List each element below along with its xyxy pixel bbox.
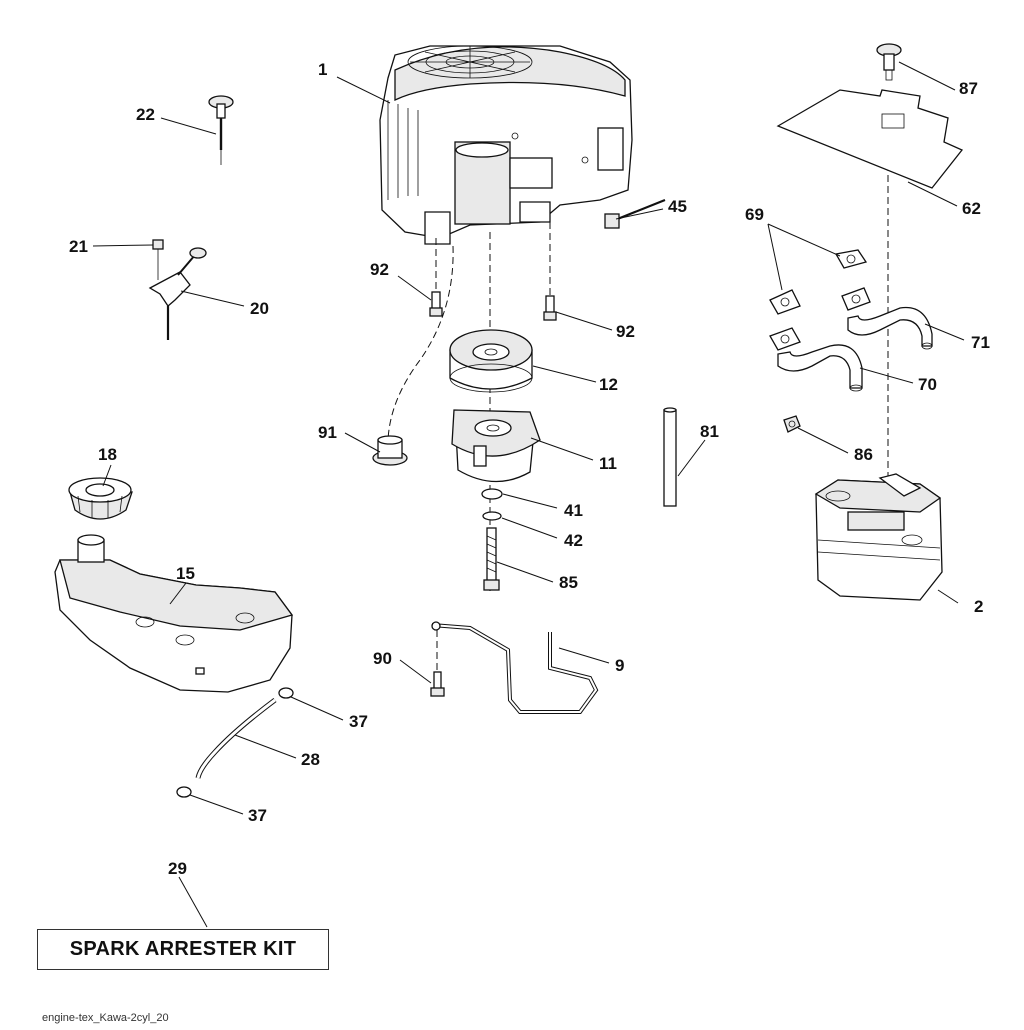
callout-nut-86: 86 bbox=[854, 445, 873, 464]
bolt-90-illustration bbox=[430, 671, 445, 697]
bolt-92-left-illustration bbox=[429, 291, 443, 317]
nut-86-illustration bbox=[783, 415, 801, 433]
callout-knob-87: 87 bbox=[959, 79, 978, 98]
gaskets-illustration bbox=[769, 249, 871, 351]
callout-washer-41: 41 bbox=[564, 501, 583, 520]
washer-42-illustration bbox=[482, 511, 502, 521]
callout-heat-shield: 62 bbox=[962, 199, 981, 218]
callout-exhaust-pipe-70: 70 bbox=[918, 375, 937, 394]
callout-fuel-cap: 18 bbox=[98, 445, 117, 464]
bolt-85-illustration bbox=[483, 527, 500, 591]
bolt-92-right-illustration bbox=[543, 295, 557, 321]
callout-spark-arrester: 29 bbox=[168, 859, 187, 878]
callout-choke-knob: 22 bbox=[136, 105, 155, 124]
knob-87-illustration bbox=[876, 43, 902, 81]
callout-gaskets: 69 bbox=[745, 205, 764, 224]
callout-fitting-45: 45 bbox=[668, 197, 687, 216]
callout-rod-81: 81 bbox=[700, 422, 719, 441]
engine-illustration bbox=[379, 45, 633, 245]
fitting-45-illustration bbox=[604, 198, 666, 229]
fuel-tank-illustration bbox=[54, 534, 294, 693]
callout-muffler: 2 bbox=[974, 597, 983, 616]
callout-grommet-91: 91 bbox=[318, 423, 337, 442]
exhaust-pipe-71-illustration bbox=[847, 306, 933, 350]
bracket-9-illustration bbox=[431, 621, 599, 714]
fuel-cap-illustration bbox=[68, 477, 133, 520]
callout-fuel-hose: 28 bbox=[301, 750, 320, 769]
grommet-91-illustration bbox=[372, 435, 408, 466]
callout-pto-clutch: 11 bbox=[599, 454, 617, 473]
pulley-illustration bbox=[449, 329, 533, 393]
callout-engine: 1 bbox=[318, 60, 327, 79]
diagram-file-name: engine-tex_Kawa-2cyl_20 bbox=[42, 1012, 169, 1024]
callout-pulley: 12 bbox=[599, 375, 618, 394]
hose-clamp-upper-illustration bbox=[278, 687, 294, 699]
callout-throttle-control: 20 bbox=[250, 299, 269, 318]
spark-arrester-kit-label: SPARK ARRESTER KIT bbox=[69, 938, 297, 960]
callout-bolt-90: 90 bbox=[373, 649, 392, 668]
grommet-hose bbox=[387, 245, 454, 441]
spark-arrester-kit-box: SPARK ARRESTER KIT bbox=[37, 929, 329, 970]
hose-clamp-lower-illustration bbox=[176, 786, 192, 798]
callout-bolt-85: 85 bbox=[559, 573, 578, 592]
callout-washer-42: 42 bbox=[564, 531, 583, 550]
heat-shield-illustration bbox=[776, 89, 964, 189]
callout-screw-21: 21 bbox=[69, 237, 88, 256]
callout-bracket-9: 9 bbox=[615, 656, 624, 675]
rod-81-illustration bbox=[663, 407, 677, 507]
callout-exhaust-pipe-71: 71 bbox=[971, 333, 990, 352]
leader-lines bbox=[92, 61, 965, 928]
throttle-control-illustration bbox=[148, 239, 207, 340]
washer-41-illustration bbox=[481, 488, 503, 500]
muffler-illustration bbox=[814, 473, 943, 601]
pto-clutch-illustration bbox=[451, 409, 541, 483]
callout-bolt-92-left: 92 bbox=[370, 260, 389, 279]
exhaust-pipe-70-illustration bbox=[777, 344, 863, 392]
choke-knob-illustration bbox=[208, 95, 234, 165]
callout-fuel-tank: 15 bbox=[176, 564, 195, 583]
callout-labels: 1 2 9 11 12 15 18 20 21 22 28 29 37 37 4… bbox=[69, 60, 990, 878]
callout-hose-clamp-upper: 37 bbox=[349, 712, 368, 731]
fuel-hose-illustration bbox=[195, 698, 277, 779]
callout-hose-clamp-lower: 37 bbox=[248, 806, 267, 825]
callout-bolt-92-right: 92 bbox=[616, 322, 635, 341]
